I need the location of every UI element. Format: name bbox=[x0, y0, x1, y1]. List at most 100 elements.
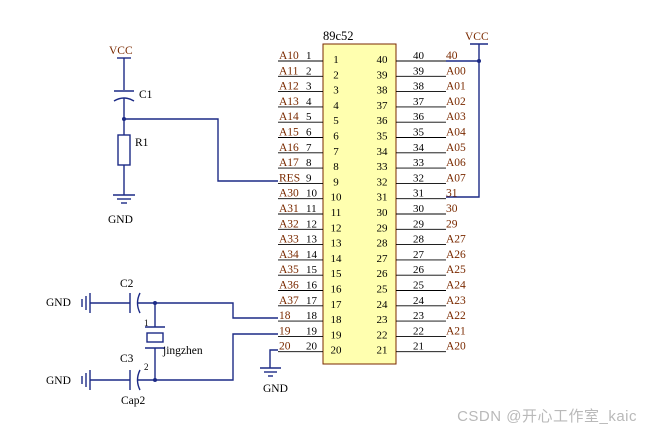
chip-body bbox=[322, 43, 397, 365]
pin-number-inner: 7 bbox=[333, 146, 339, 158]
pin-number-inner: 33 bbox=[377, 161, 389, 173]
crystal-label: jingzhen bbox=[162, 345, 203, 357]
pin-number-outer: 32 bbox=[413, 172, 424, 184]
pin-net-label: A11 bbox=[279, 65, 299, 77]
pin-net-label: 31 bbox=[446, 188, 458, 200]
pin-number-outer: 13 bbox=[306, 234, 318, 246]
pin-net-label: A21 bbox=[446, 325, 466, 337]
pin-net-label: A02 bbox=[446, 96, 466, 108]
pin-net-label: A01 bbox=[446, 81, 466, 93]
crystal-body bbox=[146, 332, 164, 343]
pin-net-label: A12 bbox=[279, 81, 299, 93]
wires bbox=[90, 44, 480, 381]
pin-number-inner: 24 bbox=[377, 299, 389, 311]
pin-number-outer: 35 bbox=[413, 127, 425, 139]
c1-plate-bottom bbox=[113, 97, 135, 102]
pin-number-inner: 28 bbox=[377, 238, 389, 250]
c2-label: C2 bbox=[120, 278, 134, 290]
pin-number-inner: 16 bbox=[331, 284, 343, 296]
components bbox=[81, 43, 488, 391]
pin-net-label: A37 bbox=[279, 295, 299, 307]
pin-net-label: 40 bbox=[446, 50, 458, 62]
pin-net-label: RES bbox=[279, 172, 300, 184]
pin-net-label: A35 bbox=[279, 264, 299, 276]
pin-number-outer: 30 bbox=[413, 203, 425, 215]
pin-number-outer: 7 bbox=[306, 142, 312, 154]
crystal-pin1-label: 1 bbox=[144, 318, 149, 328]
crystal-pin2-label: 2 bbox=[144, 362, 149, 372]
c1-label: C1 bbox=[139, 89, 153, 101]
pin-number-outer: 8 bbox=[306, 157, 312, 169]
pin-number-inner: 32 bbox=[377, 176, 388, 188]
pin-number-inner: 14 bbox=[331, 253, 343, 265]
pin-net-label: A06 bbox=[446, 157, 466, 169]
wire-xtal-pin18 bbox=[155, 302, 278, 319]
pin-number-inner: 11 bbox=[331, 207, 342, 219]
pin-number-inner: 8 bbox=[333, 161, 339, 173]
gnd-c2-label: GND bbox=[46, 297, 71, 309]
pin-number-inner: 5 bbox=[333, 115, 339, 127]
pin-number-inner: 1 bbox=[333, 54, 339, 66]
pin-number-outer: 22 bbox=[413, 325, 424, 337]
wire-vcc-pin31 bbox=[446, 61, 480, 198]
pin-number-inner: 23 bbox=[377, 314, 389, 326]
c3-label: C3 bbox=[120, 353, 134, 365]
junction-reset bbox=[122, 117, 126, 121]
pin-net-label: A07 bbox=[446, 172, 466, 184]
pin-net-label: A13 bbox=[279, 96, 299, 108]
pin-number-outer: 39 bbox=[413, 65, 425, 77]
pin-net-label: 20 bbox=[279, 341, 291, 353]
pin-net-label: 19 bbox=[279, 325, 291, 337]
chip-pin-right: 32 32 A07 bbox=[377, 172, 467, 188]
pin-number-outer: 5 bbox=[306, 111, 312, 123]
pin-number-inner: 26 bbox=[377, 268, 389, 280]
pin-number-inner: 3 bbox=[333, 85, 339, 97]
chip-pin-right: 33 33 A06 bbox=[377, 157, 467, 173]
r1-body bbox=[117, 134, 131, 166]
pin-number-inner: 31 bbox=[377, 192, 388, 204]
chip-pin-left: A12 3 3 bbox=[278, 81, 339, 97]
vcc-right-label: VCC bbox=[465, 31, 489, 43]
pin-number-inner: 6 bbox=[333, 131, 339, 143]
pin-net-label: A03 bbox=[446, 111, 466, 123]
pin-net-label: A00 bbox=[446, 65, 466, 77]
pin-net-label: A30 bbox=[279, 188, 299, 200]
pin-net-label: A20 bbox=[446, 341, 466, 353]
pin-number-outer: 33 bbox=[413, 157, 425, 169]
pin-number-inner: 20 bbox=[331, 345, 343, 357]
pin-net-label: A23 bbox=[446, 295, 466, 307]
pin-net-label: 18 bbox=[279, 310, 291, 322]
pin-net-label: A34 bbox=[279, 249, 299, 261]
pin-number-outer: 3 bbox=[306, 81, 312, 93]
pin-number-outer: 11 bbox=[306, 203, 317, 215]
pin-number-inner: 17 bbox=[331, 299, 343, 311]
wire-reset-res bbox=[124, 118, 278, 182]
vcc-left-label: VCC bbox=[109, 45, 133, 57]
pin-number-outer: 17 bbox=[306, 295, 318, 307]
pin-number-outer: 28 bbox=[413, 234, 425, 246]
pin-number-inner: 19 bbox=[331, 329, 343, 341]
gnd-c3-label: GND bbox=[46, 375, 71, 387]
pin-number-inner: 35 bbox=[377, 131, 389, 143]
pin-net-label: A10 bbox=[279, 50, 299, 62]
